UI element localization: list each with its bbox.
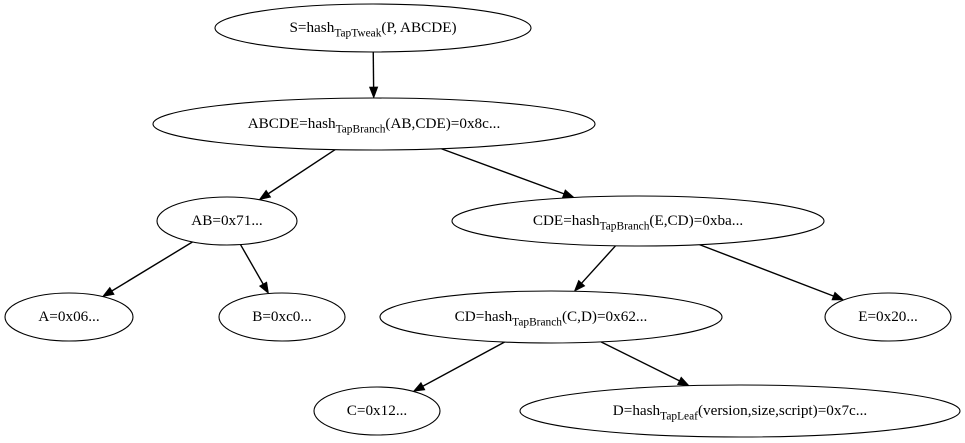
- edge-ab-to-b: [239, 244, 264, 285]
- edge-ab-to-a: [111, 241, 193, 292]
- node-label-abcde: ABCDE=hashTapBranch(AB,CDE)=0x8c...: [248, 115, 501, 135]
- node-shape-cde: [451, 195, 825, 247]
- node-shape-b: [218, 292, 346, 342]
- arrowhead-cde-to-e: [831, 291, 845, 301]
- arrowhead-abcde-to-cde: [561, 189, 575, 198]
- edge-abcde-to-cde: [441, 148, 565, 195]
- arrowhead-cde-to-cd: [573, 279, 586, 292]
- arrowhead-cd-to-c: [412, 381, 426, 392]
- node-label-a: A=0x06...: [38, 308, 99, 325]
- node-shape-abcde: [152, 97, 596, 151]
- node-shape-s: [214, 3, 532, 53]
- node-shape-e: [824, 292, 952, 342]
- node-label-b: B=0xc0...: [252, 308, 312, 325]
- node-label-e: E=0x20...: [858, 308, 918, 325]
- arrowhead-ab-to-a: [101, 286, 115, 298]
- node-d[interactable]: D=hashTapLeaf(version,size,script)=0x7c.…: [519, 384, 961, 438]
- node-shape-c: [313, 386, 441, 436]
- node-s[interactable]: S=hashTapTweak(P, ABCDE): [214, 3, 532, 53]
- node-label-cde: CDE=hashTapBranch(E,CD)=0xba...: [533, 212, 743, 232]
- edge-cde-to-e: [699, 243, 834, 297]
- edges-layer: [101, 51, 845, 392]
- node-abcde[interactable]: ABCDE=hashTapBranch(AB,CDE)=0x8c...: [152, 97, 596, 151]
- node-label-d: D=hashTapLeaf(version,size,script)=0x7c.…: [613, 402, 867, 422]
- edge-cd-to-c: [422, 341, 506, 387]
- edge-cde-to-cd: [581, 245, 617, 284]
- arrowhead-ab-to-b: [258, 281, 269, 295]
- node-cd[interactable]: CD=hashTapBranch(C,D)=0x62...: [379, 290, 723, 344]
- node-label-cd: CD=hashTapBranch(C,D)=0x62...: [455, 308, 648, 328]
- node-c[interactable]: C=0x12...: [313, 386, 441, 436]
- node-e[interactable]: E=0x20...: [824, 292, 952, 342]
- node-shape-cd: [379, 290, 723, 344]
- node-label-c: C=0x12...: [347, 402, 407, 419]
- node-shape-ab: [156, 196, 298, 246]
- arrowhead-s-to-abcde: [368, 86, 379, 99]
- node-shape-a: [4, 292, 134, 342]
- edge-cd-to-d: [600, 341, 680, 382]
- arrowhead-cd-to-d: [676, 376, 690, 387]
- nodes-layer: S=hashTapTweak(P, ABCDE) ABCDE=hashTapBra…: [4, 3, 961, 438]
- node-label-s: S=hashTapTweak(P, ABCDE): [289, 19, 456, 39]
- edge-abcde-to-ab: [268, 149, 336, 195]
- node-b[interactable]: B=0xc0...: [218, 292, 346, 342]
- node-label-ab: AB=0x71...: [191, 212, 262, 229]
- node-ab[interactable]: AB=0x71...: [156, 196, 298, 246]
- node-shape-d: [519, 384, 961, 438]
- node-cde[interactable]: CDE=hashTapBranch(E,CD)=0xba...: [451, 195, 825, 247]
- node-a[interactable]: A=0x06...: [4, 292, 134, 342]
- arrowhead-abcde-to-ab: [258, 189, 272, 201]
